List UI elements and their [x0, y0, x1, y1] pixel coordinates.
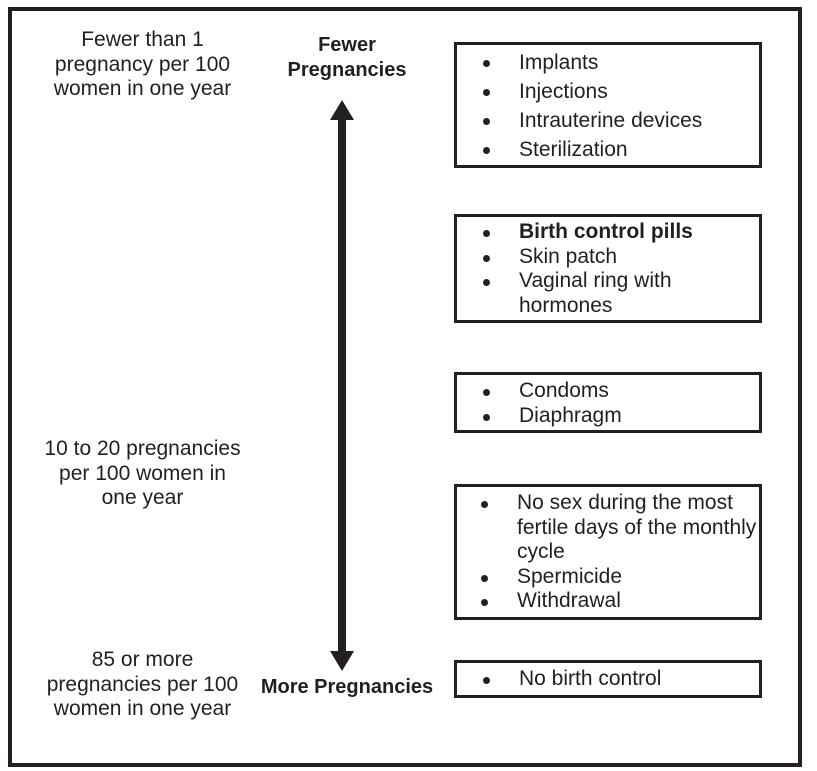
rate-label-highest: 85 or more pregnancies per 100 women in …	[46, 648, 239, 720]
list-item: Intrauterine devices	[457, 106, 759, 135]
list-item: Spermicide	[457, 565, 759, 590]
method-box-hormonal: Birth control pills Skin patch Vaginal r…	[454, 214, 762, 323]
bullet-icon	[483, 389, 490, 396]
double-arrow-icon	[330, 100, 354, 671]
bullet-icon	[483, 230, 490, 237]
list-item: Diaphragm	[457, 404, 759, 429]
list-item: Withdrawal	[457, 589, 759, 614]
bullet-icon	[483, 147, 490, 154]
method-box-most-effective: Implants Injections Intrauterine devices…	[454, 42, 762, 168]
bullet-icon	[483, 279, 490, 286]
bullet-icon	[483, 89, 490, 96]
list-item: Birth control pills	[457, 220, 759, 245]
bullet-icon	[481, 501, 488, 508]
list-item: Implants	[457, 48, 759, 77]
bullet-icon	[483, 254, 490, 262]
bullet-icon	[483, 60, 490, 67]
list-item: Skin patch	[457, 245, 759, 270]
rate-label-middle: 10 to 20 pregnancies per 100 women in on…	[44, 437, 241, 509]
list-item: Vaginal ring with hormones	[457, 269, 759, 318]
top-scale-label: Fewer Pregnancies	[287, 34, 407, 81]
list-item: Condoms	[457, 379, 759, 404]
bullet-icon	[483, 413, 490, 421]
bullet-icon	[483, 677, 490, 684]
bullet-icon	[483, 118, 490, 125]
bottom-scale-label: More Pregnancies	[260, 676, 434, 698]
list-item: Injections	[457, 77, 759, 106]
bullet-icon	[481, 599, 488, 606]
method-box-none: No birth control	[454, 660, 762, 698]
list-item: No sex during the most fertile days of t…	[457, 491, 759, 565]
method-box-barrier: Condoms Diaphragm	[454, 372, 762, 433]
method-box-behavioral: No sex during the most fertile days of t…	[454, 484, 762, 620]
list-item: No birth control	[457, 667, 759, 692]
bullet-icon	[481, 574, 488, 582]
list-item: Sterilization	[457, 135, 759, 164]
rate-label-lowest: Fewer than 1 pregnancy per 100 women in …	[53, 28, 232, 100]
diagram-frame	[8, 7, 802, 767]
